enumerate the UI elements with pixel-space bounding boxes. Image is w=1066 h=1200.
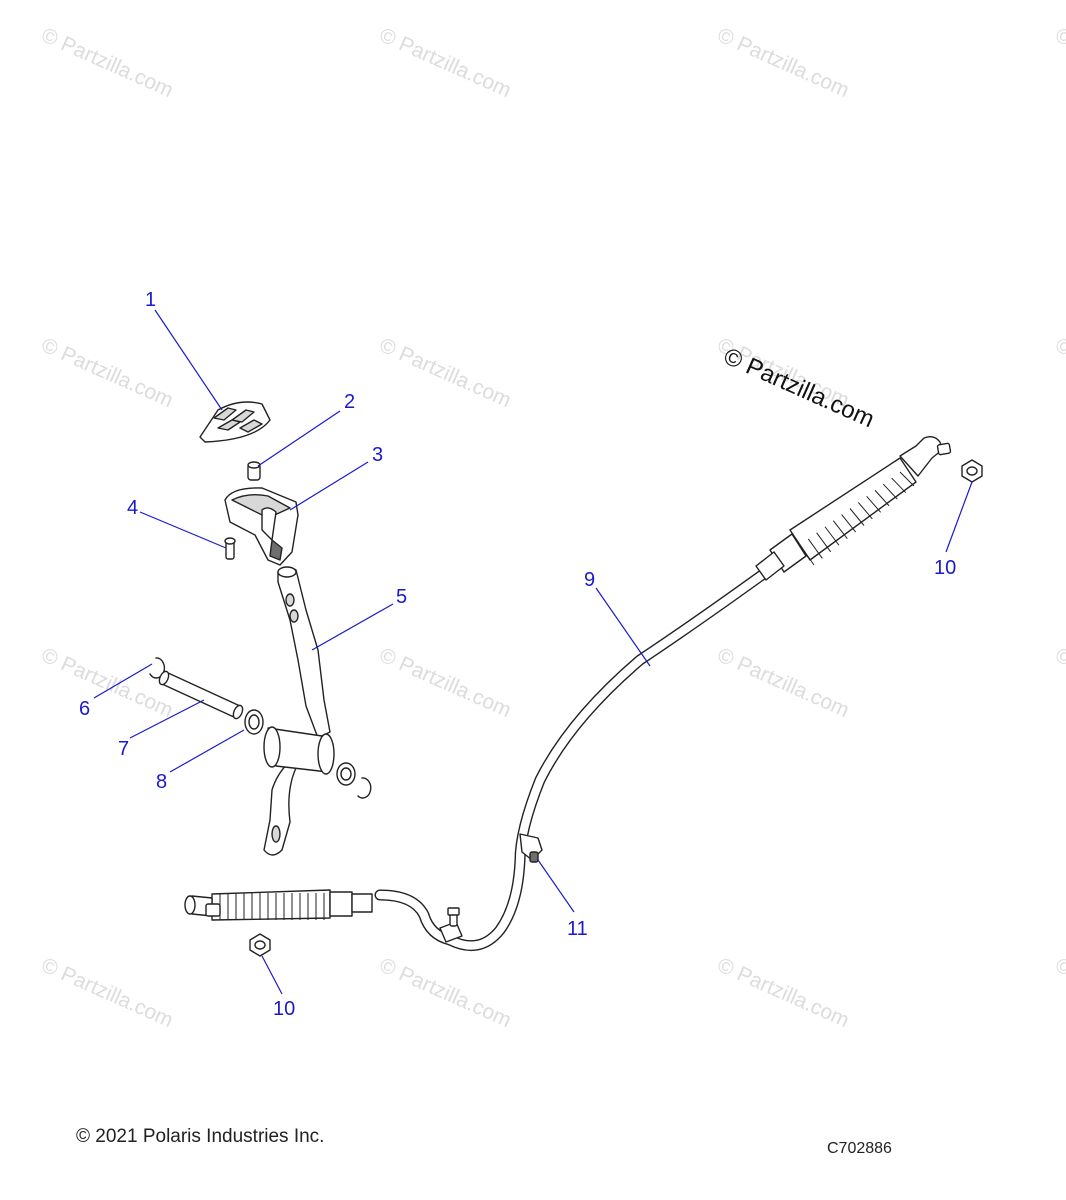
leader-9 [595, 587, 651, 667]
callout-9: 9 [584, 569, 595, 591]
watermark-text: © Partzilla.com [38, 644, 177, 723]
cable-lower-boot [184, 889, 373, 921]
watermark-text: © Partzilla.com [38, 954, 177, 1033]
callout-6: 6 [79, 698, 90, 720]
watermark-text: © Partzilla.com [714, 954, 853, 1033]
watermark-text: © Partzilla.com [376, 954, 515, 1033]
leader-10a [945, 481, 973, 553]
part-5-hub [263, 726, 335, 775]
watermark-text: © Partzilla.com [38, 334, 177, 413]
bellows-rib [832, 520, 848, 539]
leader-3 [289, 461, 369, 511]
leader-5 [311, 603, 394, 651]
part-8-bushing [244, 709, 264, 735]
callout-11: 11 [567, 918, 588, 940]
watermark-text: © Partzilla.com [38, 24, 177, 103]
callout-5: 5 [396, 586, 407, 608]
part-11-cable-clip [519, 833, 543, 863]
leader-6 [93, 663, 153, 699]
callout-4: 4 [127, 497, 138, 519]
watermark-text: © Partzilla.com [714, 644, 853, 723]
bellows-rib [824, 526, 840, 546]
leader-7 [129, 699, 205, 739]
callout-numbers: 1 2 3 4 5 6 7 8 9 10 10 11 [79, 289, 956, 1020]
callout-3: 3 [372, 444, 383, 466]
leader-10b [261, 955, 283, 995]
part-10-nut-upper [961, 459, 983, 483]
part-3-knob-base [224, 487, 299, 566]
bellows-rib [807, 538, 823, 559]
callout-10b: 10 [273, 998, 295, 1020]
bellows-rib [899, 471, 915, 487]
bellows-rib [849, 508, 865, 526]
washer-right [336, 762, 372, 799]
bellows-rib [857, 502, 873, 520]
copyright-notice: © 2021 Polaris Industries Inc. [76, 1126, 325, 1147]
bellows-rib [799, 544, 815, 566]
callout-7: 7 [118, 738, 129, 760]
bellows-rib [891, 477, 907, 493]
part-5-shift-lever [263, 566, 331, 856]
leader-lines [93, 309, 973, 995]
part-2-screw [247, 461, 261, 481]
leader-11 [537, 859, 575, 913]
bellows-rib [874, 489, 890, 507]
part-4-bolt [224, 537, 236, 560]
leader-2 [257, 410, 341, 467]
part-10-nut-lower [249, 933, 271, 957]
bellows-rib [882, 483, 898, 500]
part-7-pivot-pin [158, 670, 244, 720]
watermark-text: © Partzilla.com [1052, 644, 1066, 723]
callout-10a: 10 [934, 557, 956, 579]
leader-4 [139, 511, 227, 549]
watermark-text: © Partzilla.com [714, 24, 853, 103]
callout-1: 1 [145, 289, 156, 311]
bellows-rib [816, 532, 832, 553]
watermark-text: © Partzilla.com [376, 334, 515, 413]
part-1-knob-cap [199, 401, 271, 443]
cable-bracket [439, 907, 463, 943]
callout-2: 2 [344, 391, 355, 413]
partzilla-stamp: © Partzilla.com [720, 343, 879, 433]
bellows-rib [841, 514, 857, 533]
watermark-text: © Partzilla.com [1052, 334, 1066, 413]
watermark-text: © Partzilla.com [1052, 24, 1066, 103]
leader-1 [154, 309, 223, 411]
part-9-shift-cable [184, 435, 952, 952]
watermark-text: © Partzilla.com [376, 24, 515, 103]
watermark-text: © Partzilla.com [376, 644, 515, 723]
callout-8: 8 [156, 771, 167, 793]
bellows-rib [866, 496, 882, 513]
cable-upper-boot [755, 435, 952, 581]
figure-id: C702886 [827, 1140, 892, 1157]
watermark-text: © Partzilla.com [1052, 954, 1066, 1033]
leader-8 [169, 729, 245, 773]
